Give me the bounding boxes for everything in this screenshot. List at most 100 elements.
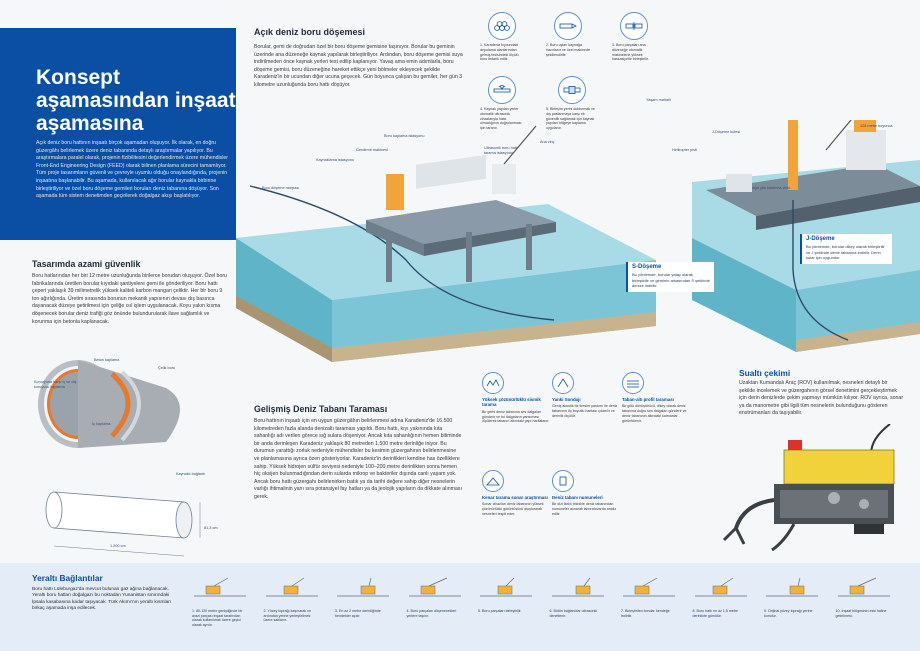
- landfall-step-1: 1. 80-120 metre genişliğinde bir arazi p…: [192, 572, 248, 627]
- j-lay-title: J-Döşeme: [806, 236, 835, 242]
- landfall-step-6: 6. Bütün bağlantılar ultrasonik denetlen…: [550, 572, 606, 618]
- hero-body: Açık deniz boru hattının inşaatı birçok …: [36, 140, 229, 200]
- survey-card-2: Yanki Sondajı Geniş akustik bir tiresim …: [552, 372, 622, 419]
- survey-head-2: Yanki Sondajı: [552, 397, 581, 402]
- offshore-title: Açık deniz boru döşemesi: [254, 27, 366, 37]
- safety-title: Tasarımda azami güvenlik: [32, 259, 141, 269]
- survey-body-3: Bir gölü dönüştürücü, dikey olarak deniz…: [622, 404, 687, 423]
- landfall-step-illustration: [766, 577, 818, 597]
- landfall-step-illustration: [623, 577, 675, 597]
- landfall-step-illustration: [551, 577, 604, 597]
- step-card-4: 4. Kaynak yapılan yerler otomatik ultras…: [480, 76, 524, 131]
- landfall-step-10: 10. İnşaat bölgesinin eski haline getiri…: [836, 572, 892, 618]
- pipe-joint-label: Kaynaklı bağlantı: [176, 472, 206, 476]
- s-lay-callout: S-Döşeme Bu yöntemde, borular yatay olar…: [626, 262, 714, 292]
- landfall-step-illustration: [337, 577, 389, 597]
- sub-bottom-icon: [622, 372, 644, 394]
- survey-body: Boru hattının inşaatı için en uygun güze…: [254, 418, 462, 500]
- landfall-step-text: 5. Boru parçaları birleştirilir.: [478, 609, 522, 613]
- ultrasonic-scan-icon: [488, 76, 516, 104]
- coating-icon: [558, 76, 586, 104]
- step-card-3: 3. Boru parçaları ana düzeneğe otomatik …: [612, 12, 656, 62]
- landfall-step-8: 8. Boru hattı en az 1,5 metre derinlikte…: [693, 572, 749, 618]
- survey-card-4: Kenar tarama sonar araştırması Sonar cih…: [482, 470, 552, 517]
- step-card-5: 5. Birleşim yerini doldurmak ve dış pasl…: [546, 76, 598, 131]
- survey-head-3: Taban-altı profil taraması: [622, 397, 674, 402]
- landfall-step-illustration: [265, 577, 318, 597]
- pipe-steel-label: Çelik boru: [158, 366, 176, 370]
- offshore-body: Borular, gemi de doğrudan özel bir boru …: [254, 44, 463, 88]
- landfall-step-text: 1. 80-120 metre genişliğinde bir arazi p…: [192, 609, 243, 627]
- callout-ndt-label: Ultrasonik boru hattı tarama istasyonu: [484, 146, 518, 155]
- step-text-1: 1. Karadeniz kıyısındaki depolama alanla…: [480, 43, 519, 62]
- j-lay-body: Bu yöntemde, borular dikey olarak birleş…: [806, 244, 885, 261]
- landfall-step-text: 9. Orijinal yüzey toprağı yerine konulur…: [764, 609, 813, 618]
- pipe-length-label: 1.200 cm: [110, 544, 126, 548]
- j-lay-pipe: [792, 200, 849, 341]
- landfall-step-7: 7. Birleştirilen borular hendeğe indiril…: [621, 572, 677, 618]
- survey-body-5: Bir dizi farklı teknikle deniz tabanında…: [552, 502, 617, 516]
- survey-body-4: Sonar cihazları deniz tabanının yüksek ç…: [482, 502, 544, 516]
- survey-head-1: Yüksek çözünürlüklü sismik tarama: [482, 397, 541, 408]
- landfall-step-2: 2. Yüzey toprağı kaşınarak ve ardından y…: [264, 572, 320, 623]
- callout-main-crane-label: Ana vinç: [540, 140, 555, 144]
- landfall-step-illustration: [694, 577, 747, 597]
- safety-body: Boru hatlarından her biri 12 metre uzunl…: [32, 273, 227, 325]
- landfall-step-text: 6. Bütün bağlantılar ultrasonik denetlen…: [549, 609, 598, 618]
- pipe-outer-label: Beton kaplama: [94, 358, 120, 362]
- survey-head-4: Kenar tarama sonar araştırması: [482, 495, 548, 500]
- callout-ramp-label: Boru döşeme rampası: [262, 186, 300, 190]
- landfall-step-illustration: [408, 577, 461, 597]
- landfall-title: Yeraltı Bağlantılar: [32, 573, 103, 583]
- rov-illustration: [722, 424, 895, 552]
- landfall-step-text: 3. En az 2 metre derinliğinde hendekler …: [335, 609, 381, 618]
- pipe-inner-label: İç kaplama: [92, 422, 111, 426]
- survey-body-2: Geniş akustik bir tiresim yardımı ile de…: [552, 404, 618, 418]
- survey-card-1: Yüksek çözünürlüklü sismik tarama Bir ge…: [482, 372, 552, 424]
- pipe-join-icon: [620, 12, 648, 40]
- offshore-scene: [236, 120, 920, 362]
- landfall-step-text: 7. Birleştirilen borular hendeğe indiril…: [621, 609, 670, 618]
- callout-accommodation-label: Yaşam mahalli: [646, 98, 671, 102]
- callout-crane-label: Boru kaplama istasyonu: [384, 134, 425, 138]
- side-scan-icon: [482, 470, 504, 492]
- s-lay-pipe: [249, 185, 555, 321]
- landfall-step-text: 2. Yüzey toprağı kaşınarak ve ardından y…: [263, 609, 311, 623]
- pipe-storage-icon: [488, 12, 516, 40]
- seismic-icon: [482, 372, 504, 394]
- j-lay-vessel: [706, 120, 920, 230]
- sample-icon: [552, 470, 574, 492]
- survey-title: Gelişmiş Deniz Tabanı Taraması: [254, 404, 388, 414]
- s-lay-title: S-Döşeme: [632, 264, 662, 270]
- rov-body: Uzaktan Kumandalı Araç (ROV) kullanılmak…: [739, 380, 904, 417]
- survey-head-5: Deniz tabanı numuneleri: [552, 495, 603, 500]
- j-lay-callout: J-Döşeme Bu yöntemde, borular dikey olar…: [800, 234, 892, 264]
- hero-title: Konsept aşamasından inşaat aşamasına: [36, 66, 236, 135]
- survey-card-5: Deniz tabanı numuneleri Bir dizi farklı …: [552, 470, 622, 517]
- survey-card-3: Taban-altı profil taraması Bir gölü dönü…: [622, 372, 692, 424]
- step-card-2: 2. Boru uçları kaynağa hazırlanır ve öze…: [546, 12, 590, 57]
- step-text-2: 2. Boru uçları kaynağa hazırlanır ve öze…: [546, 43, 590, 57]
- landfall-step-text: 8. Boru hattı en az 1,5 metre derinlikte…: [692, 609, 739, 618]
- callout-lift-label: Ağır yük kaldırma vinci: [752, 186, 791, 190]
- callout-helipad-label: Helikopter pisti: [672, 148, 697, 152]
- callout-stinger-label: Kaynaklama istasyonu: [316, 158, 354, 162]
- landfall-step-illustration: [194, 577, 246, 597]
- pipe-corrosion-label: Korozyona karşı iç ve dış koruyucu kapla…: [34, 380, 77, 389]
- survey-body-1: Bir gemi deniz tabanına ses dalgaları gö…: [482, 409, 550, 424]
- step-text-4: 4. Kaynak yapılan yerler otomatik ultras…: [480, 107, 522, 131]
- landfall-step-text: 4. Boru parçaları döşenecekleri yerlere …: [406, 609, 457, 618]
- callout-tension-label: Gerdirme makinesi: [356, 148, 388, 152]
- landfall-step-text: 10. İnşaat bölgesinin eski haline getiri…: [835, 609, 887, 618]
- landfall-step-illustration: [480, 577, 532, 597]
- callout-length-label: 128 metre boyunca: [860, 124, 893, 128]
- landfall-step-5: 5. Boru parçaları birleştirilir.: [478, 572, 534, 614]
- landfall-step-4: 4. Boru parçaları döşenecekleri yerlere …: [407, 572, 463, 618]
- landfall-step-9: 9. Orijinal yüzey toprağı yerine konulur…: [764, 572, 820, 618]
- callout-tower-label: J-Döşeme kulesi: [712, 130, 741, 134]
- step-text-3: 3. Boru parçaları ana düzeneğe otomatik …: [612, 43, 649, 62]
- echo-sounder-icon: [552, 372, 574, 394]
- rov-title: Sualtı çekimi: [739, 368, 791, 378]
- pipe-illustration: [38, 360, 201, 557]
